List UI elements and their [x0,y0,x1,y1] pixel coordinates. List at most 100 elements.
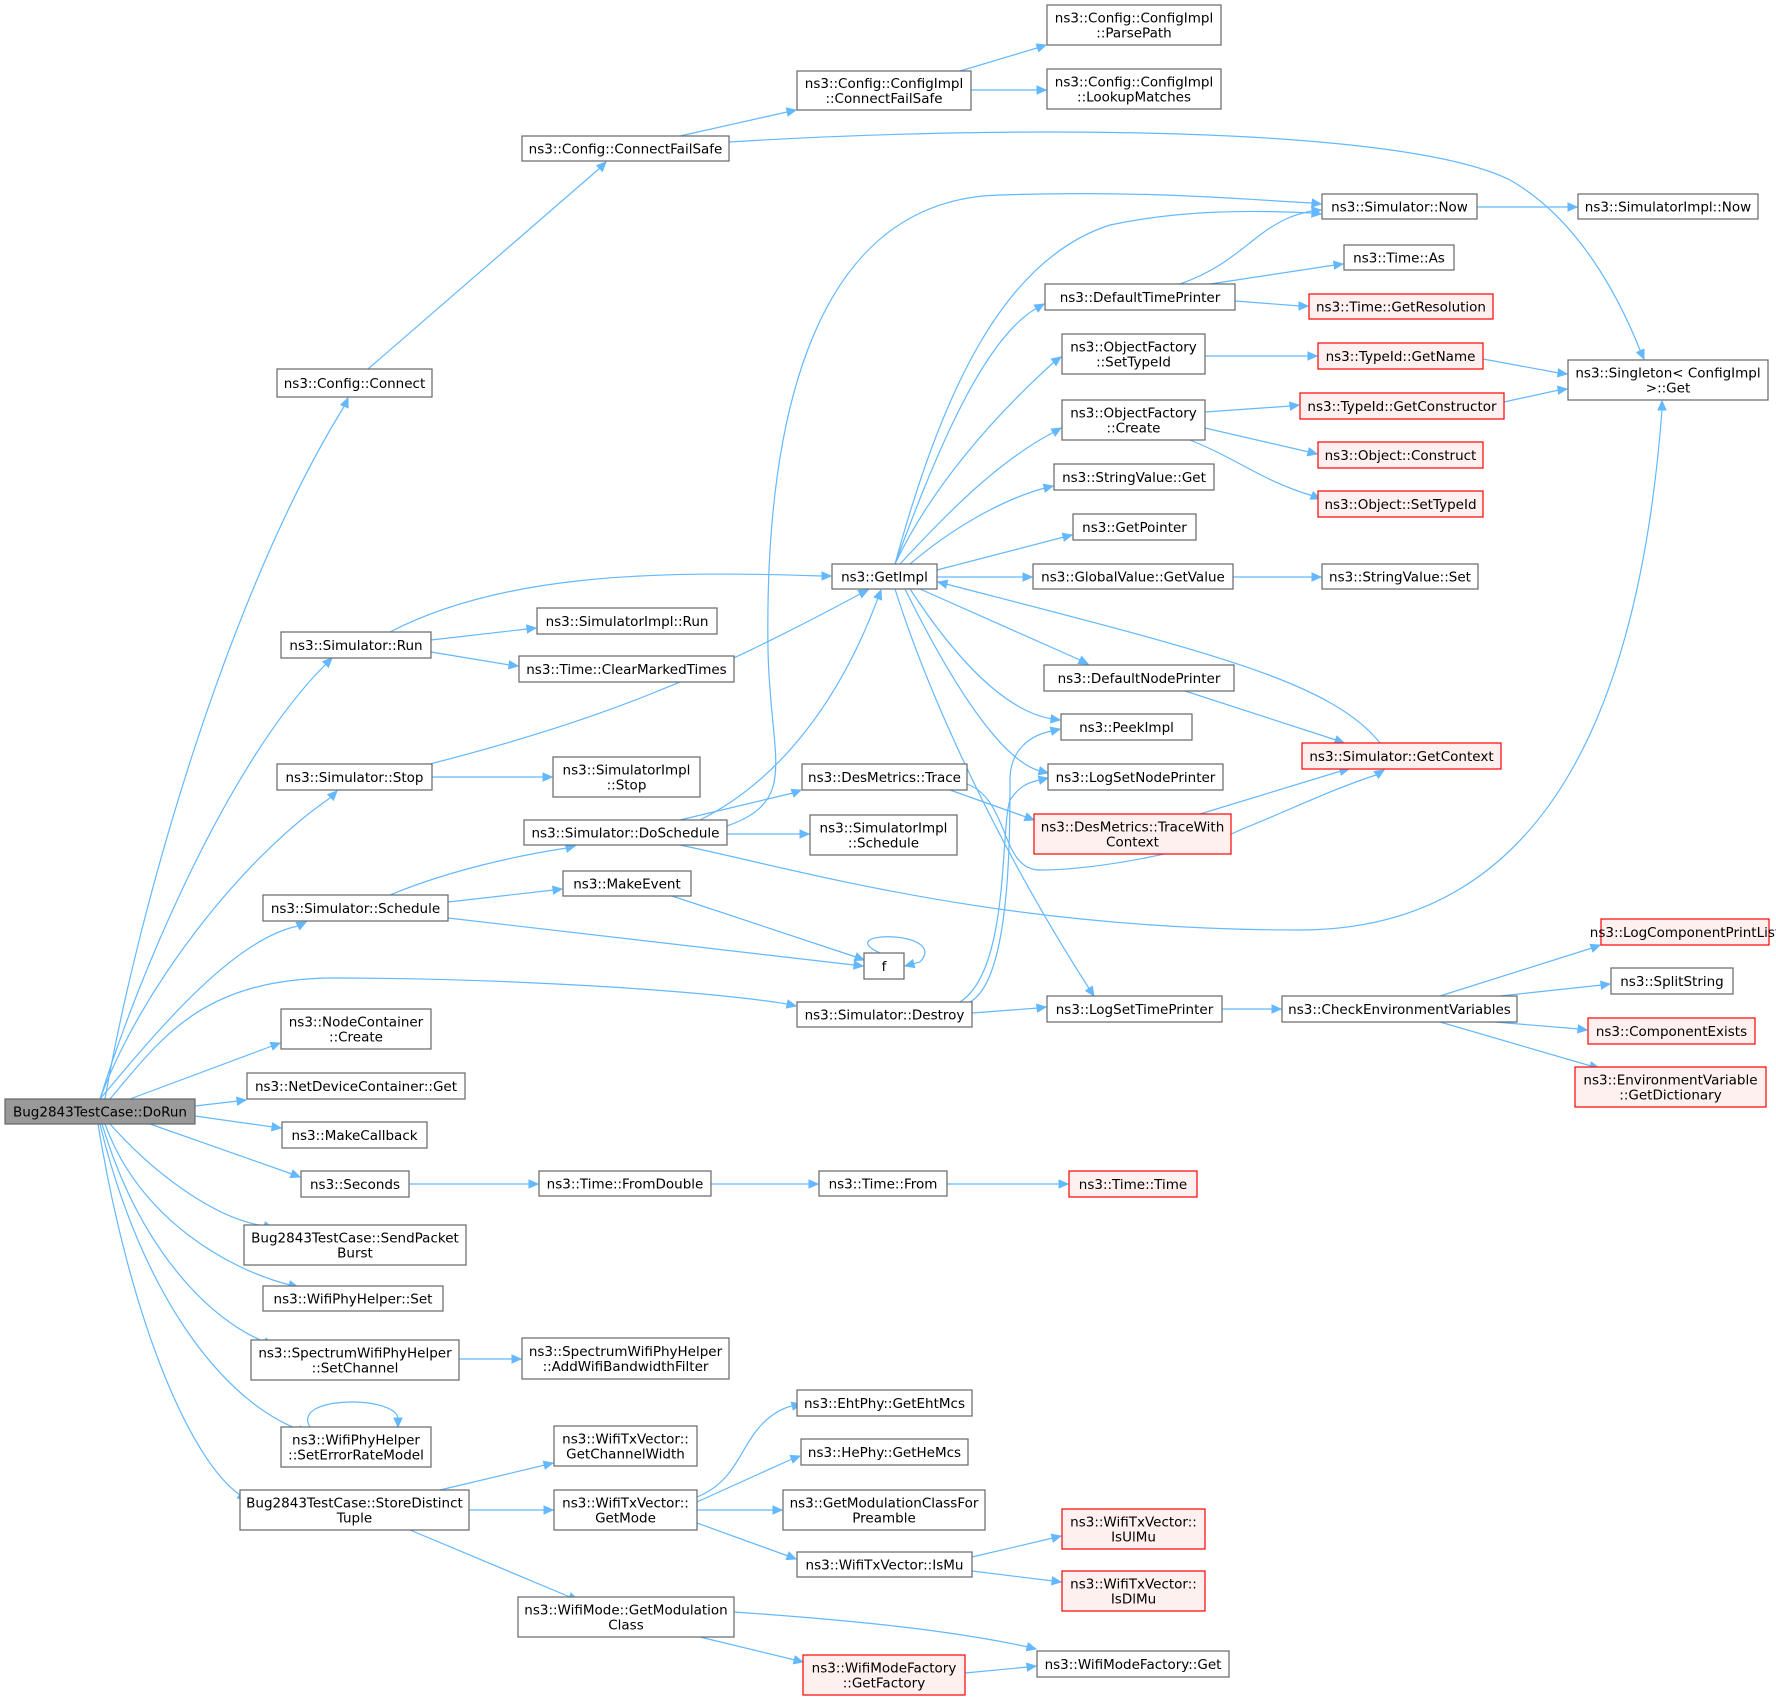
node-wtv-isulmu[interactable]: ns3::WifiTxVector::IsUlMu [1061,1508,1206,1550]
node-time-as[interactable]: ns3::Time::As [1343,244,1455,271]
node-time-clearmarked[interactable]: ns3::Time::ClearMarkedTimes [518,655,735,683]
node-swph-setchannel[interactable]: ns3::SpectrumWifiPhyHelper::SetChannel [250,1339,460,1381]
node-wmf-get[interactable]: ns3::WifiModeFactory::Get [1036,1650,1230,1678]
arrowhead-icon [857,589,870,599]
node-label: ns3::LogComponentPrintList [1590,925,1776,941]
node-cfg-connect[interactable]: ns3::Config::Connect [276,368,433,398]
node-obj-settypeid[interactable]: ns3::Object::SetTypeId [1317,490,1484,518]
node-simimpl-now[interactable]: ns3::SimulatorImpl::Now [1577,193,1759,220]
node-label: ns3::Simulator::Schedule [271,901,440,917]
node-wph-set[interactable]: ns3::WifiPhyHelper::Set [262,1285,444,1312]
node-stringvalue-set[interactable]: ns3::StringValue::Set [1321,563,1479,590]
node-nc-create[interactable]: ns3::NodeContainer::Create [280,1008,432,1050]
node-wtv-ismu[interactable]: ns3::WifiTxVector::IsMu [796,1551,973,1578]
node-sim-stop[interactable]: ns3::Simulator::Stop [276,763,433,791]
node-sim-destroy[interactable]: ns3::Simulator::Destroy [796,1001,973,1028]
node-label: ns3::Time::From [829,1177,938,1193]
node-wtv-getcw[interactable]: ns3::WifiTxVector::GetChannelWidth [553,1425,698,1467]
node-simimpl-run[interactable]: ns3::SimulatorImpl::Run [536,607,718,635]
node-desmetrics-trace[interactable]: ns3::DesMetrics::Trace [801,763,968,791]
node-cfg-cfs[interactable]: ns3::Config::ConnectFailSafe [521,135,730,162]
node-makecallback[interactable]: ns3::MakeCallback [281,1121,428,1149]
node-splitstring[interactable]: ns3::SplitString [1610,967,1734,995]
node-he-getmcs[interactable]: ns3::HePhy::GetHeMcs [800,1438,969,1466]
node-label: ns3::CheckEnvironmentVariables [1288,1002,1511,1018]
node-time-from[interactable]: ns3::Time::From [818,1170,948,1197]
node-makeevent[interactable]: ns3::MakeEvent [562,870,692,897]
node-sim-getcontext[interactable]: ns3::Simulator::GetContext [1301,742,1502,770]
node-default-node-printer[interactable]: ns3::DefaultNodePrinter [1043,664,1235,692]
node-typeid-getname[interactable]: ns3::TypeId::GetName [1317,342,1484,370]
edge-line [447,888,563,903]
node-time-time[interactable]: ns3::Time::Time [1068,1170,1198,1198]
node-cfgimpl-parse[interactable]: ns3::Config::ConfigImpl::ParsePath [1046,4,1222,46]
node-sim-run[interactable]: ns3::Simulator::Run [280,631,432,659]
arrowhead-icon [936,579,949,589]
edge-checkenv-to-splitstring [1499,980,1612,997]
node-label: ns3::Simulator::Run [289,638,422,654]
node-singleton-get[interactable]: ns3::Singleton< ConfigImpl>::Get [1567,359,1769,401]
node-root[interactable]: Bug2843TestCase::DoRun [4,1098,196,1125]
node-swph-addfilter[interactable]: ns3::SpectrumWifiPhyHelper::AddWifiBandw… [521,1337,730,1380]
node-wmf-getfactory[interactable]: ns3::WifiModeFactory::GetFactory [802,1654,966,1696]
edge-wm_getmodclass-to-wmf_getfactory [699,1636,805,1665]
node-label: ns3::WifiPhyHelper::Set [274,1292,433,1308]
node-ndc-get[interactable]: ns3::NetDeviceContainer::Get [246,1072,466,1100]
node-gv-getvalue[interactable]: ns3::GlobalValue::GetValue [1032,563,1234,590]
node-seconds[interactable]: ns3::Seconds [300,1170,410,1198]
node-peekimpl[interactable]: ns3::PeekImpl [1060,713,1193,741]
node-typeid-getctor[interactable]: ns3::TypeId::GetConstructor [1299,392,1505,420]
node-obj-construct[interactable]: ns3::Object::Construct [1317,441,1484,469]
node-wtv-isdlmu[interactable]: ns3::WifiTxVector::IsDlMu [1061,1570,1206,1612]
node-f[interactable]: f [863,952,905,980]
node-of-settypeid[interactable]: ns3::ObjectFactory::SetTypeId [1061,333,1206,375]
node-simimpl-stop[interactable]: ns3::SimulatorImpl::Stop [552,756,701,798]
edge-of_create-to-obj_construct [1204,427,1319,457]
node-wph-seterm[interactable]: ns3::WifiPhyHelper::SetErrorRateModel [280,1426,432,1468]
node-sim-doschedule[interactable]: ns3::Simulator::DoSchedule [523,819,728,846]
edge-sim_stop-to-simimpl_stop [432,772,554,782]
node-time-fromdouble[interactable]: ns3::Time::FromDouble [538,1170,712,1197]
edge-desmetrics_trace-to-desmetrics_tracewith [949,789,1036,822]
node-getimpl[interactable]: ns3::GetImpl [831,563,938,590]
node-wtv-getmode[interactable]: ns3::WifiTxVector::GetMode [553,1489,698,1531]
node-getpointer[interactable]: ns3::GetPointer [1072,513,1197,541]
node-box [831,563,938,590]
node-logsetnodeprinter[interactable]: ns3::LogSetNodePrinter [1047,763,1224,791]
edge-line [389,845,576,896]
node-sim-schedule[interactable]: ns3::Simulator::Schedule [262,894,449,922]
node-cfgimpl-lookup[interactable]: ns3::Config::ConfigImpl::LookupMatches [1046,68,1222,110]
node-time-getres[interactable]: ns3::Time::GetResolution [1308,293,1494,320]
edge-line [679,109,797,137]
node-eht-getmcs[interactable]: ns3::EhtPhy::GetEhtMcs [796,1389,973,1417]
edge-cfg_connect-to-cfg_cfs [367,161,607,370]
node-logsettimeprinter[interactable]: ns3::LogSetTimePrinter [1046,995,1223,1023]
node-checkenv[interactable]: ns3::CheckEnvironmentVariables [1281,995,1518,1023]
node-default-time-printer[interactable]: ns3::DefaultTimePrinter [1044,283,1236,311]
node-logcomp-printlist[interactable]: ns3::LogComponentPrintList [1590,918,1776,946]
node-label: ns3::ObjectFactory [1070,406,1197,422]
node-cfgimpl-cfs[interactable]: ns3::Config::ConfigImpl::ConnectFailSafe [796,70,972,111]
node-wm-getmodclass[interactable]: ns3::WifiMode::GetModulationClass [517,1596,735,1638]
node-simimpl-schedule[interactable]: ns3::SimulatorImpl::Schedule [809,814,958,856]
node-envvar-getdict[interactable]: ns3::EnvironmentVariable::GetDictionary [1574,1066,1767,1108]
node-compexists[interactable]: ns3::ComponentExists [1587,1017,1756,1045]
node-label: ns3::WifiTxVector:: [1070,1515,1197,1531]
edge-sim_schedule-to-makeevent [447,885,564,903]
node-of-create[interactable]: ns3::ObjectFactory::Create [1061,399,1206,441]
node-label: ::Schedule [848,836,919,852]
arrowhead-icon [1025,1662,1038,1672]
node-sim-now[interactable]: ns3::Simulator::Now [1321,193,1478,220]
edge-default_time_printer-to-sim_now [1179,206,1323,285]
node-stringvalue-get[interactable]: ns3::StringValue::Get [1053,463,1215,491]
node-label: ns3::WifiTxVector::IsMu [806,1558,964,1574]
node-box [1321,563,1479,590]
node-label: ns3::Time::FromDouble [547,1177,704,1193]
node-label: ns3::EnvironmentVariable [1583,1073,1757,1089]
edge-wtv_ismu-to-wtv_isdlmu [971,1570,1063,1586]
node-label: ns3::GetPointer [1082,520,1187,536]
